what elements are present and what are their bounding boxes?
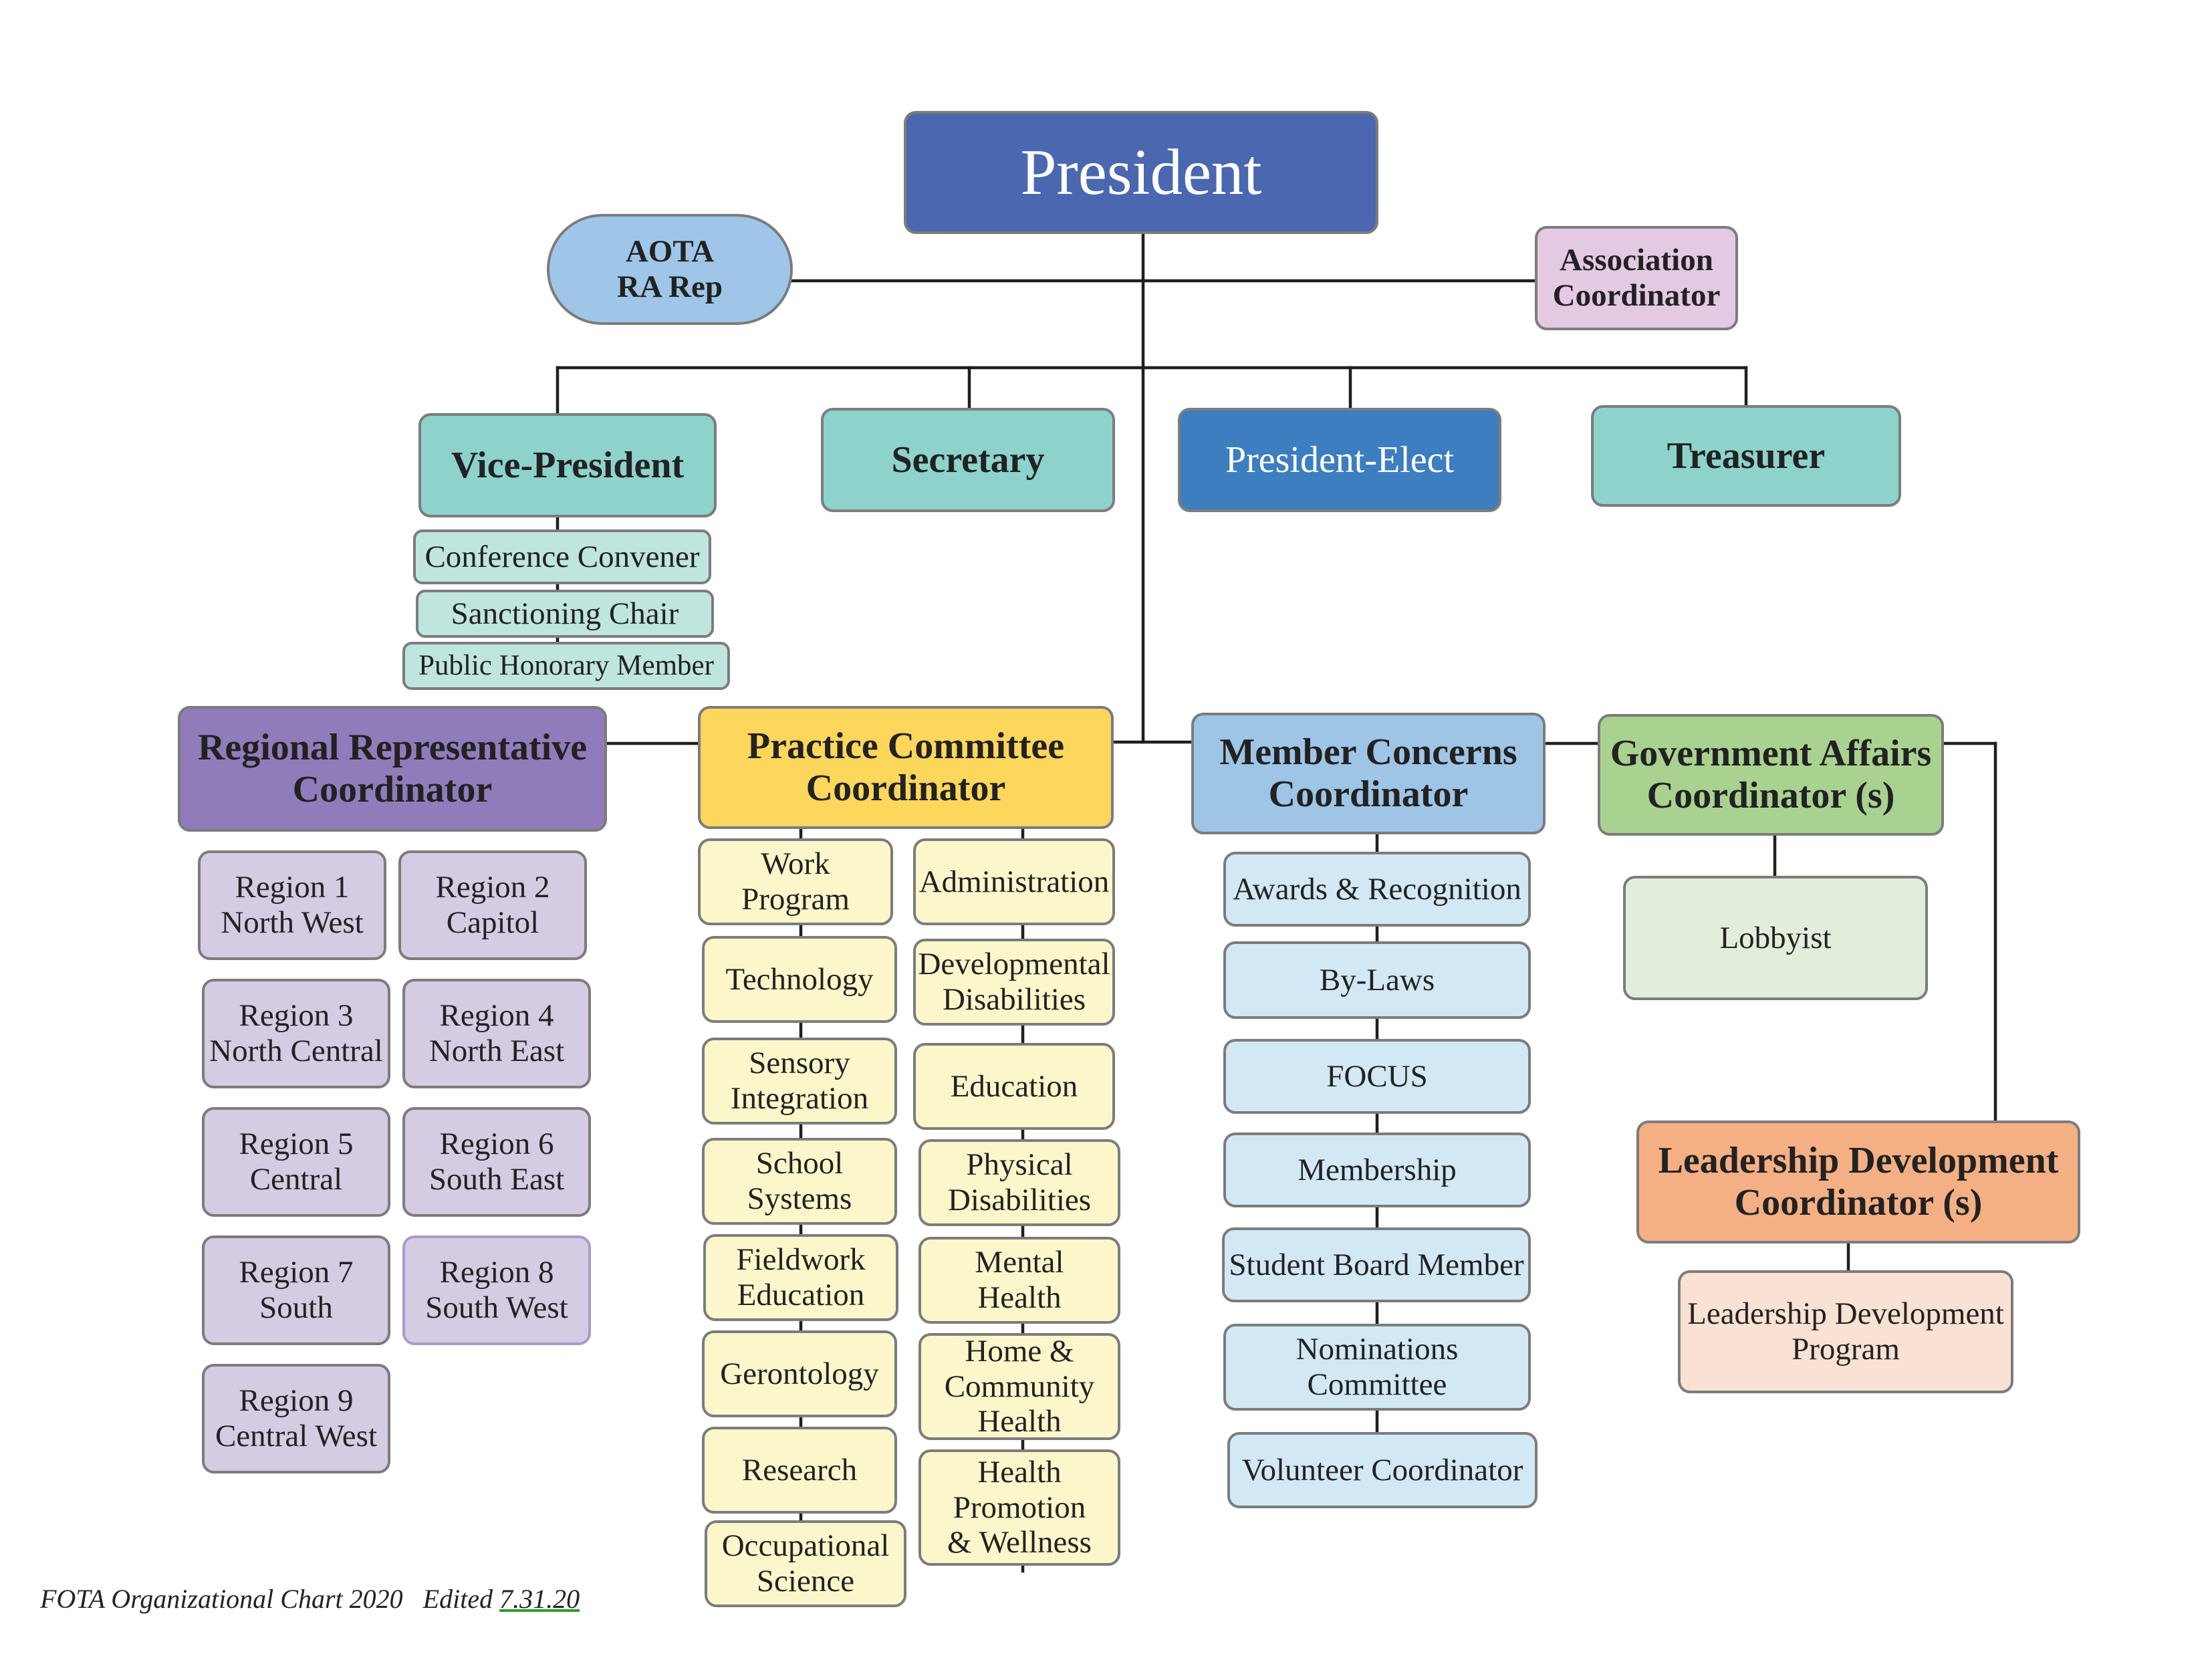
practice-left-1-label: Work Program — [741, 846, 850, 917]
member-item-7-box: Volunteer Coordinator — [1227, 1432, 1538, 1508]
leadership-program-box: Leadership Development Program — [1678, 1270, 2013, 1393]
footer-text: FOTA Organizational Chart 2020 Edited — [40, 1584, 500, 1614]
member-item-2-label: By-Laws — [1319, 962, 1435, 997]
practice-left-4-label: School Systems — [747, 1146, 852, 1216]
member-item-1-box: Awards & Recognition — [1223, 852, 1531, 927]
practice-right-4-box: Physical Disabilities — [918, 1139, 1120, 1226]
region-4-box: Region 4 North East — [402, 979, 591, 1088]
practice-left-7-box: Research — [702, 1427, 897, 1514]
conference-convener-label: Conference Convener — [424, 539, 700, 574]
practice-right-6-box: Home & Community Health — [918, 1333, 1120, 1440]
practice-left-4-box: School Systems — [702, 1138, 897, 1225]
president-label: President — [1020, 136, 1262, 208]
public-honorary-member-label: Public Honorary Member — [418, 649, 714, 681]
practice-right-4-label: Physical Disabilities — [947, 1147, 1092, 1217]
association-coordinator-label: Association Coordinator — [1552, 243, 1721, 313]
practice-left-5-label: Fieldwork Education — [736, 1242, 866, 1312]
region-8-label: Region 8 South West — [425, 1255, 568, 1325]
treasurer-label: Treasurer — [1667, 435, 1826, 477]
president-elect-label: President-Elect — [1225, 439, 1455, 481]
region-7-label: Region 7 South — [239, 1255, 354, 1325]
region-2-label: Region 2 Capitol — [435, 870, 550, 940]
member-concerns-title: Member Concerns Coordinator — [1219, 731, 1517, 815]
government-affairs-title: Government Affairs Coordinator (s) — [1610, 733, 1932, 816]
region-7-box: Region 7 South — [202, 1235, 390, 1345]
treasurer-box: Treasurer — [1591, 405, 1901, 507]
leadership-program-label: Leadership Development Program — [1687, 1296, 2004, 1367]
practice-right-1-label: Administration — [918, 864, 1110, 899]
practice-left-1-box: Work Program — [698, 838, 893, 925]
practice-right-3-box: Education — [913, 1043, 1115, 1130]
member-item-3-label: FOCUS — [1326, 1058, 1428, 1094]
region-3-label: Region 3 North Central — [209, 998, 383, 1068]
member-concerns-box: Member Concerns Coordinator — [1191, 713, 1546, 834]
practice-left-3-label: Sensory Integration — [730, 1046, 869, 1116]
aota-ra-rep-box: AOTA RA Rep — [547, 214, 793, 325]
secretary-label: Secretary — [891, 439, 1045, 481]
aota-ra-rep-label: AOTA RA Rep — [617, 234, 723, 304]
regional-coordinator-box: Regional Representative Coordinator — [178, 706, 607, 832]
footer-date: 7.31.20 — [499, 1584, 580, 1614]
practice-right-7-box: Health Promotion & Wellness — [918, 1449, 1120, 1566]
secretary-box: Secretary — [821, 408, 1115, 512]
region-4-label: Region 4 North East — [428, 998, 565, 1068]
member-item-1-label: Awards & Recognition — [1233, 871, 1521, 907]
sanctioning-chair-label: Sanctioning Chair — [451, 596, 679, 631]
practice-left-2-box: Technology — [702, 936, 897, 1023]
member-item-5-label: Student Board Member — [1229, 1247, 1524, 1282]
footer-caption: FOTA Organizational Chart 2020 Edited 7.… — [40, 1583, 580, 1615]
region-2-box: Region 2 Capitol — [398, 850, 587, 960]
lobbyist-box: Lobbyist — [1623, 876, 1928, 1000]
region-1-label: Region 1 North West — [221, 870, 364, 940]
region-5-label: Region 5 Central — [239, 1127, 354, 1197]
practice-left-2-label: Technology — [725, 961, 874, 997]
practice-right-1-box: Administration — [913, 838, 1115, 925]
lobbyist-label: Lobbyist — [1719, 920, 1832, 955]
vice-president-box: Vice-President — [418, 413, 717, 517]
member-item-7-label: Volunteer Coordinator — [1241, 1452, 1523, 1488]
member-item-6-label: Nominations Committee — [1296, 1332, 1459, 1402]
practice-left-6-box: Gerontology — [702, 1330, 897, 1417]
president-elect-box: President-Elect — [1178, 408, 1501, 512]
member-item-4-box: Membership — [1223, 1133, 1531, 1207]
practice-left-5-box: Fieldwork Education — [703, 1234, 898, 1321]
president-box: President — [904, 111, 1378, 234]
practice-right-5-box: Mental Health — [918, 1237, 1120, 1324]
practice-right-7-label: Health Promotion & Wellness — [947, 1455, 1092, 1560]
practice-left-7-label: Research — [741, 1452, 858, 1488]
practice-left-8-label: Occupational Science — [721, 1528, 890, 1598]
practice-left-3-box: Sensory Integration — [702, 1038, 897, 1124]
practice-left-6-label: Gerontology — [720, 1356, 879, 1391]
practice-right-3-label: Education — [950, 1068, 1078, 1104]
region-5-box: Region 5 Central — [202, 1107, 390, 1217]
practice-left-8-box: Occupational Science — [705, 1520, 906, 1607]
vice-president-label: Vice-President — [451, 444, 685, 486]
member-item-5-box: Student Board Member — [1222, 1227, 1531, 1302]
region-8-box: Region 8 South West — [402, 1235, 591, 1345]
practice-right-2-label: Developmental Disabilities — [918, 947, 1110, 1017]
leadership-development-title: Leadership Development Coordinator (s) — [1658, 1140, 2059, 1223]
practice-right-5-label: Mental Health — [975, 1245, 1064, 1315]
region-9-label: Region 9 Central West — [215, 1383, 378, 1453]
government-affairs-box: Government Affairs Coordinator (s) — [1598, 714, 1944, 836]
regional-coordinator-title: Regional Representative Coordinator — [197, 727, 588, 810]
member-item-3-box: FOCUS — [1223, 1039, 1531, 1114]
region-6-label: Region 6 South East — [428, 1127, 565, 1197]
member-item-2-box: By-Laws — [1223, 941, 1531, 1019]
region-6-box: Region 6 South East — [402, 1107, 591, 1217]
member-item-6-box: Nominations Committee — [1223, 1324, 1531, 1411]
region-1-box: Region 1 North West — [198, 850, 386, 960]
practice-committee-title: Practice Committee Coordinator — [747, 725, 1065, 809]
association-coordinator-box: Association Coordinator — [1535, 226, 1738, 330]
leadership-development-box: Leadership Development Coordinator (s) — [1636, 1120, 2080, 1244]
public-honorary-member-box: Public Honorary Member — [402, 642, 730, 690]
region-3-box: Region 3 North Central — [202, 979, 390, 1088]
practice-right-6-label: Home & Community Health — [944, 1334, 1095, 1439]
sanctioning-chair-box: Sanctioning Chair — [416, 590, 714, 638]
conference-convener-box: Conference Convener — [413, 529, 711, 584]
member-item-4-label: Membership — [1298, 1152, 1457, 1187]
practice-right-2-box: Developmental Disabilities — [913, 939, 1115, 1026]
region-9-box: Region 9 Central West — [202, 1364, 390, 1473]
practice-committee-box: Practice Committee Coordinator — [698, 706, 1114, 829]
